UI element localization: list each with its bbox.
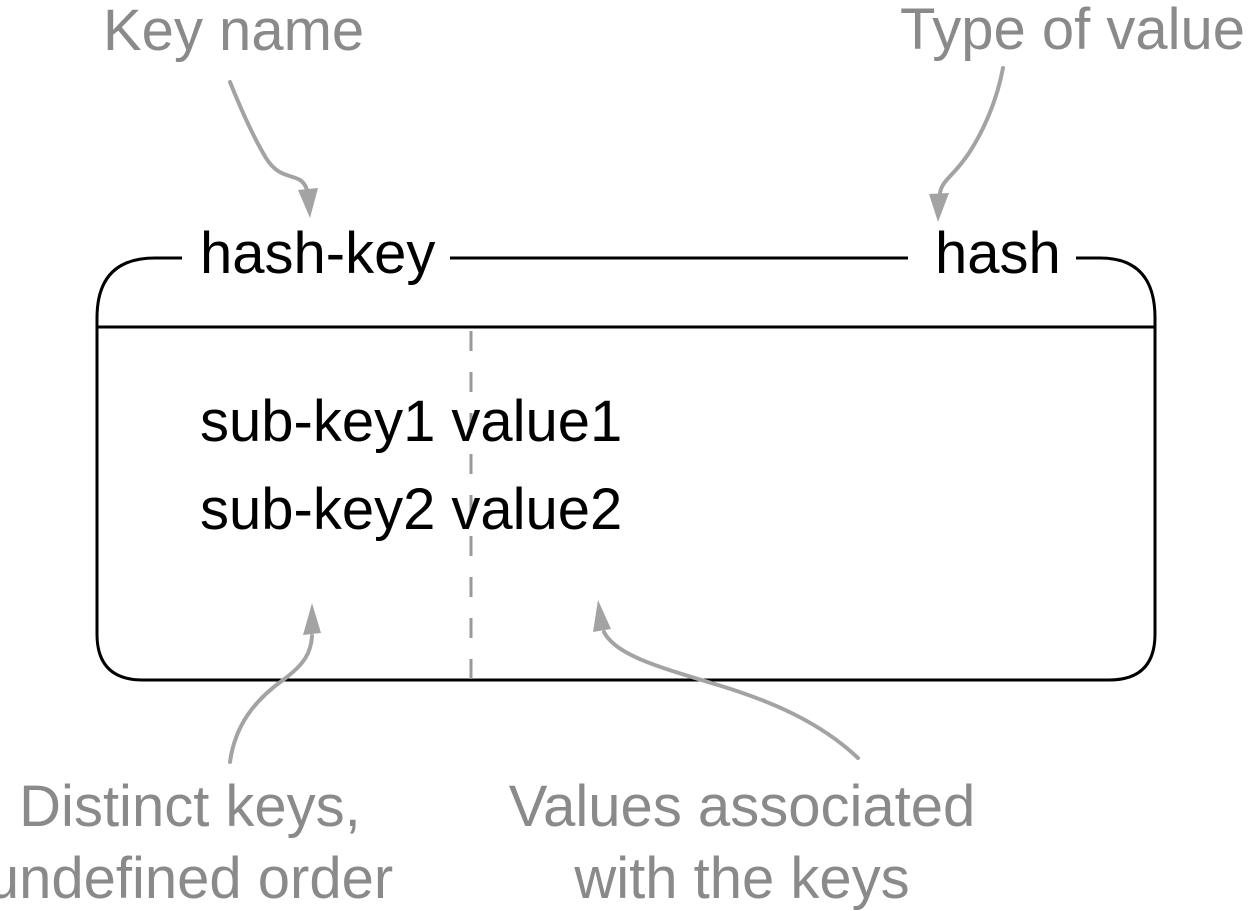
key-name-arrow [228, 80, 309, 192]
values-arrow [602, 630, 860, 760]
key-name-arrowhead-icon [298, 188, 318, 218]
hash-type-label: hash [935, 221, 1061, 286]
distinct-keys-annotation: Distinct keys, undefined order [0, 771, 450, 911]
values-annotation-line1: Values associated [508, 774, 976, 839]
distinct-keys-arrow [228, 634, 314, 764]
distinct-keys-annotation-line2: undefined order [0, 846, 394, 911]
values-annotation: Values associated with the keys [482, 771, 1002, 911]
box-top-left-corner [95, 256, 182, 319]
hash-entry-value: value2 [451, 477, 623, 542]
type-of-value-arrow [938, 66, 1005, 195]
values-annotation-line2: with the keys [574, 846, 910, 911]
box-body-outline [95, 316, 1157, 682]
distinct-keys-annotation-line1: Distinct keys, [19, 774, 361, 839]
type-of-value-arrowhead-icon [929, 193, 949, 222]
box-top-right-corner [1076, 256, 1157, 319]
hash-entry-key: sub-key2 [200, 477, 436, 542]
values-arrowhead-icon [593, 600, 611, 632]
distinct-keys-arrowhead-icon [303, 603, 321, 635]
hash-entry-value: value1 [451, 389, 623, 454]
type-of-value-annotation: Type of value [900, 0, 1245, 62]
hash-entry-key: sub-key1 [200, 389, 436, 454]
key-name-annotation: Key name [103, 0, 365, 63]
hash-key-name-label: hash-key [200, 221, 436, 286]
